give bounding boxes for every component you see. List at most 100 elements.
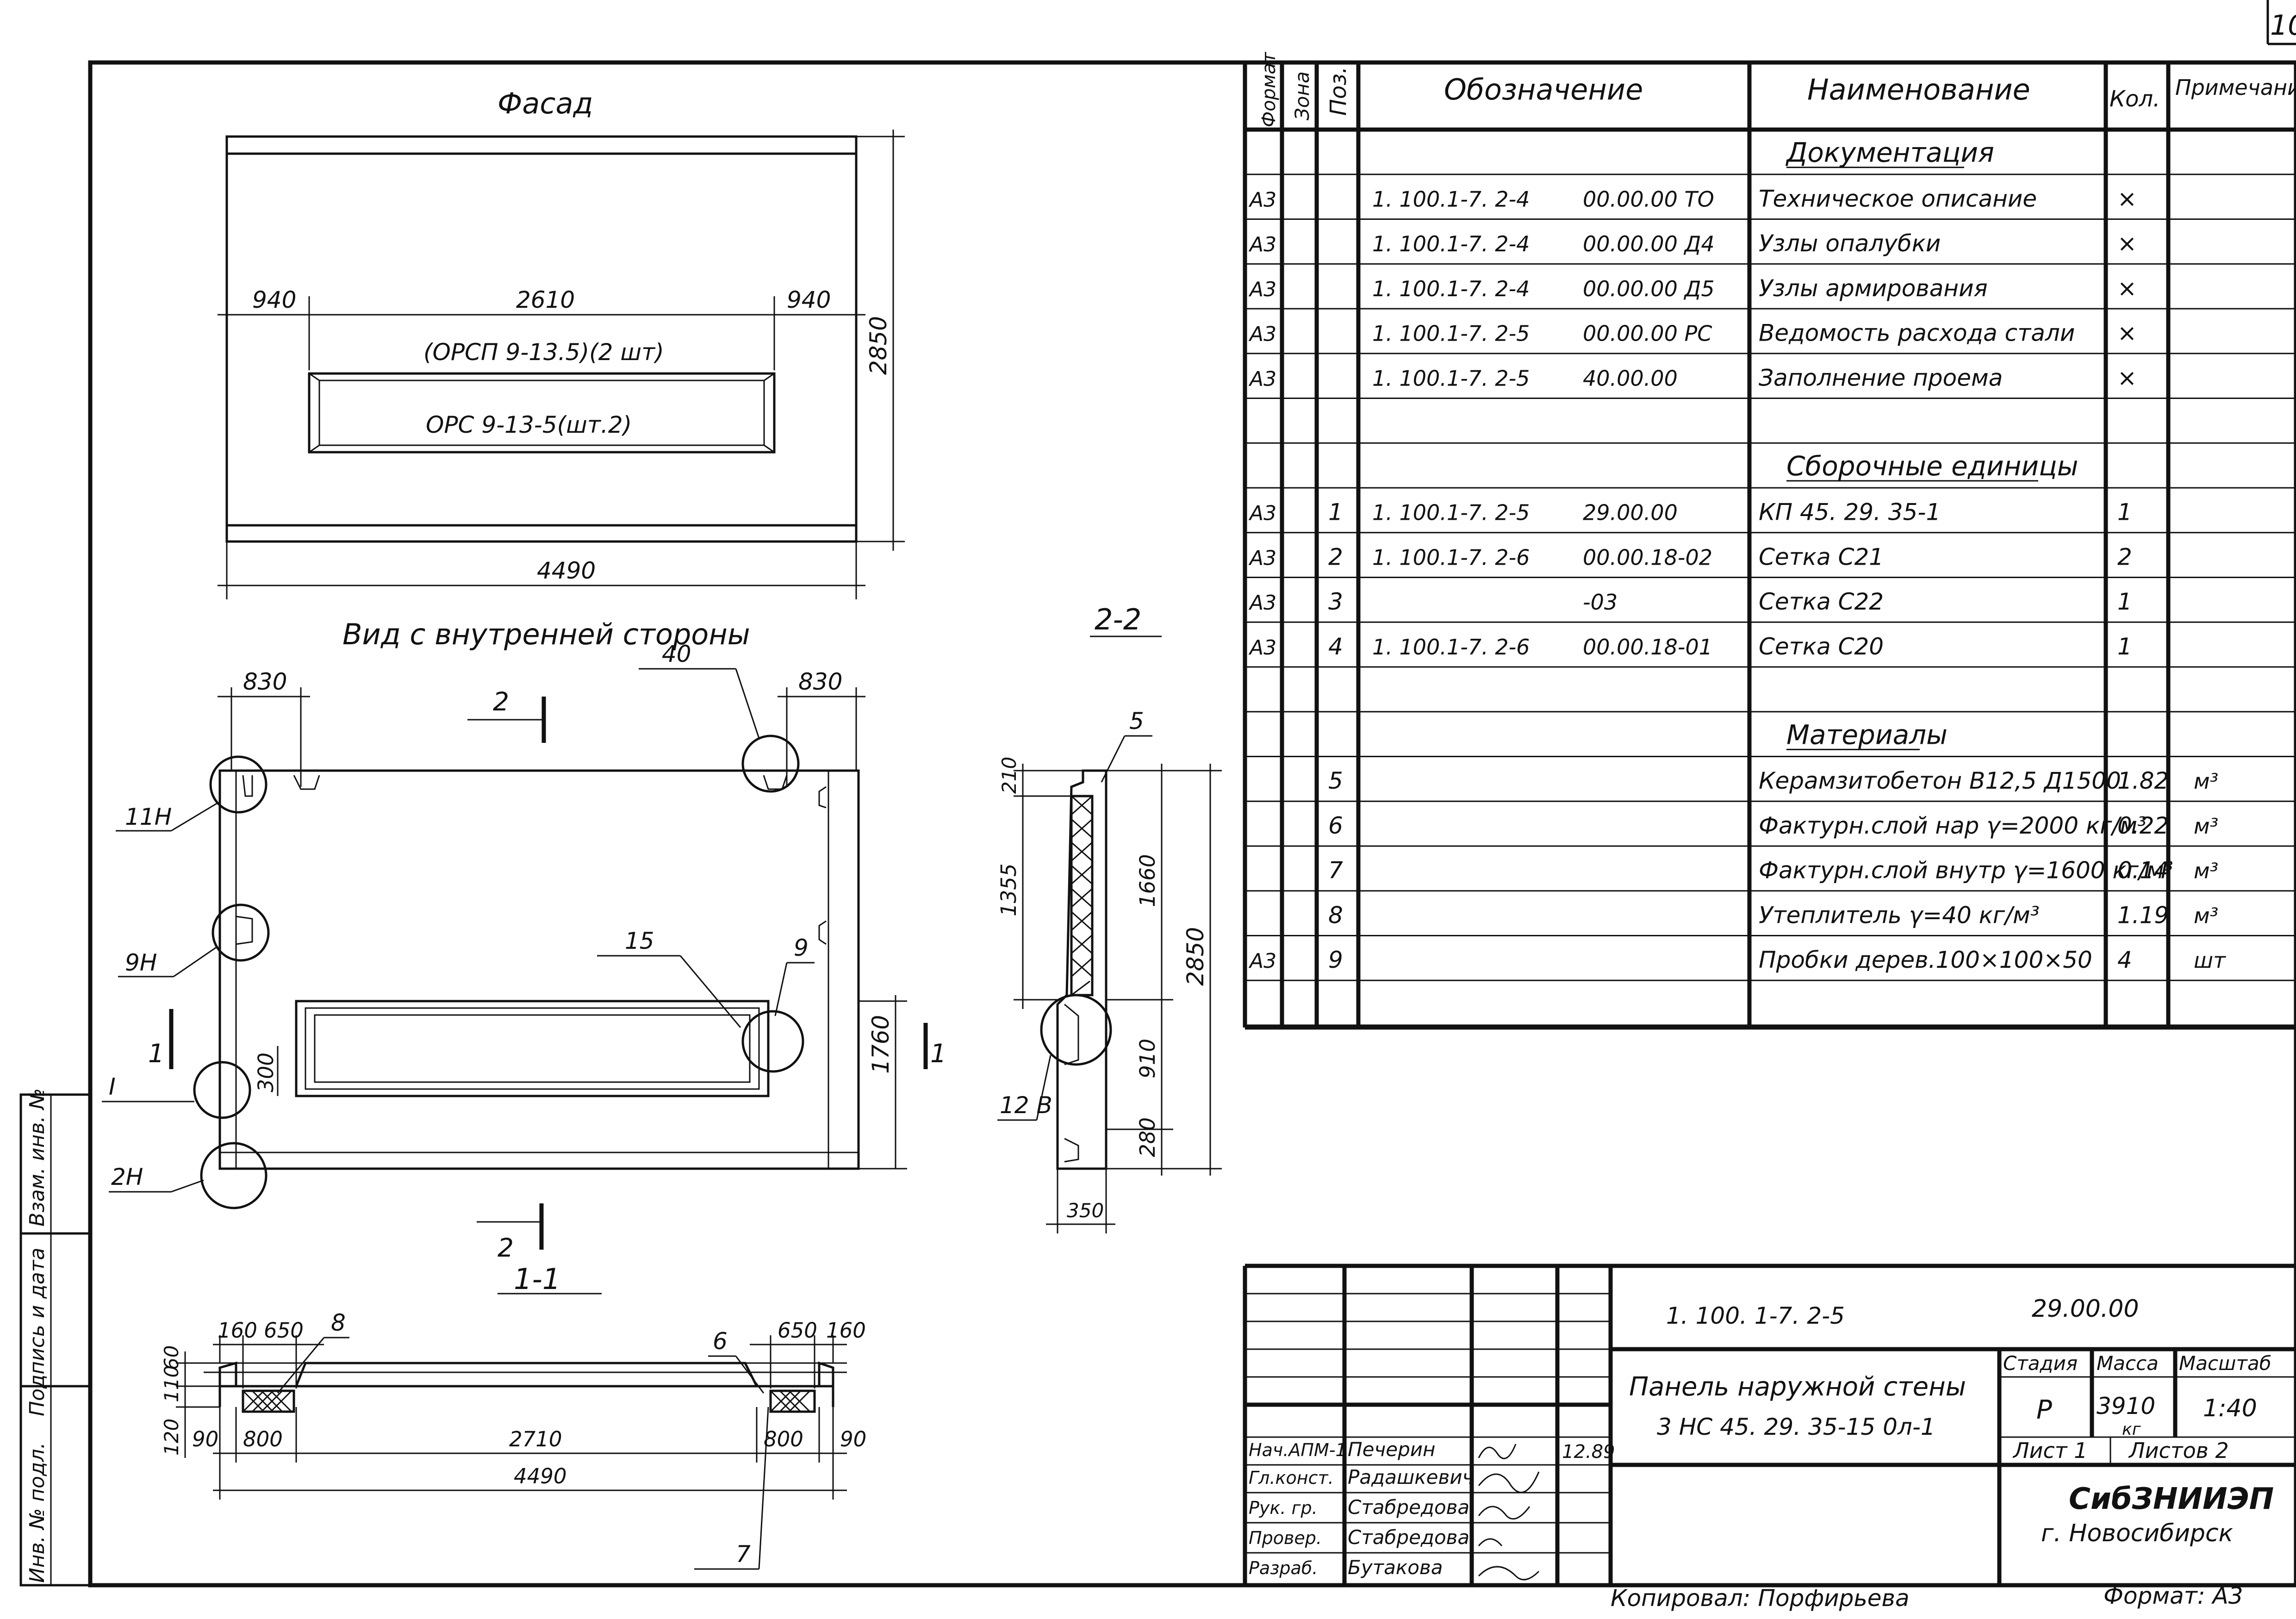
spec-row-note: м³ — [2194, 859, 2218, 884]
staff-row: Рук. гр.Стабредова — [1249, 1496, 1469, 1519]
spec-row-name: КП 45. 29. 35-1 — [1759, 499, 1941, 526]
sec22-dim-2850: 2850 — [1182, 927, 1209, 986]
title-block: 1. 100. 1-7. 2-5 29.00.00 Панель наружно… — [1243, 1264, 2296, 1612]
spec-table: Формат Зона Поз. Обозначение Наименовани… — [1243, 51, 2296, 1030]
spec-header-zone: Зона — [1291, 71, 1313, 120]
spec-row-qty: 2 — [2117, 543, 2132, 570]
section-1-1: 1-1 160 — [160, 1262, 866, 1570]
title-code: 1. 100. 1-7. 2-5 — [1666, 1302, 1845, 1329]
title-mass: 3910 — [2097, 1393, 2155, 1420]
spec-row-name: Узлы опалубки — [1759, 230, 1941, 257]
inv-podl-label: Инв. № подл. — [25, 1442, 49, 1583]
spec-row-pos: 8 — [1328, 902, 1343, 928]
sec11-dim-110: 110 — [160, 1365, 183, 1402]
sign-date-label: Подпись и дата — [25, 1248, 49, 1416]
spec-row-suffix: 00.00.18-02 — [1583, 545, 1712, 570]
callout-circle-2n — [200, 1142, 268, 1209]
spec-row-suffix: 00.00.00 РС — [1583, 321, 1712, 346]
spec-row-name: Керамзитобетон В12,5 Д1500 — [1759, 767, 2121, 794]
inner-dim-left: 830 — [243, 668, 287, 695]
facade-dim-right: 940 — [787, 286, 831, 313]
sec11-dim-800-right: 800 — [764, 1427, 803, 1451]
spec-row-name: Сетка С21 — [1759, 543, 1884, 570]
spec-row-pos: 9 — [1328, 946, 1343, 973]
spec-row-name: Заполнение проема — [1759, 364, 2003, 391]
spec-row-format: А3 — [1248, 188, 1276, 212]
sec22-dim-1355: 1355 — [996, 863, 1021, 916]
spec-row-note: шт — [2194, 948, 2226, 973]
spec-row-format: А3 — [1248, 546, 1276, 570]
sec11-dim-160-right: 160 — [826, 1318, 866, 1343]
page-number: 10 — [2270, 9, 2296, 42]
spec-row-name: Сетка С20 — [1759, 633, 1884, 660]
callout-circle-12v — [1040, 994, 1112, 1066]
section-22-title: 2-2 — [1095, 603, 1141, 636]
sec11-dim-120: 120 — [160, 1419, 183, 1456]
spec-row-format: А3 — [1248, 502, 1276, 525]
spec-row-pos: 1 — [1328, 499, 1343, 526]
spec-row-code: 1. 100.1-7. 2-5 — [1372, 500, 1530, 525]
title-org-line2: г. Новосибирск — [2041, 1519, 2234, 1547]
title-org-line1: СибЗНИИЭП — [2069, 1482, 2274, 1516]
callout-I: I — [109, 1073, 116, 1100]
window-label-top: (ОРСП 9-13.5)(2 шт) — [423, 339, 664, 366]
title-date: 12.89 — [1562, 1441, 1615, 1463]
spec-row-name: Техническое описание — [1759, 185, 2037, 212]
spec-row-qty: 4 — [2117, 946, 2132, 973]
title-stage-label: Стадия — [2003, 1352, 2078, 1375]
callout-11n: 11Н — [125, 803, 172, 830]
staff-name: Бутакова — [1348, 1556, 1443, 1579]
sec11-dim-2710: 2710 — [509, 1427, 562, 1451]
spec-row-qty: × — [2117, 320, 2137, 347]
spec-row-code: 1. 100.1-7. 2-4 — [1372, 276, 1530, 301]
spec-row-format: А3 — [1248, 949, 1276, 973]
title-sheet: Лист 1 — [2012, 1438, 2087, 1463]
spec-row-qty: 0.22 — [2117, 812, 2169, 839]
spec-row-name: Сетка С22 — [1759, 588, 1884, 615]
staff-name: Радашкевич — [1348, 1466, 1474, 1488]
section-11-title: 1-1 — [514, 1262, 560, 1296]
spec-row-format: А3 — [1248, 591, 1276, 615]
sec11-dim-650-left: 650 — [264, 1318, 304, 1343]
spec-row-suffix: 40.00.00 — [1583, 366, 1678, 391]
staff-name: Стабредова — [1348, 1526, 1469, 1549]
sec22-dim-1660: 1660 — [1135, 854, 1160, 907]
section-mark-1-right: 1 — [930, 1039, 946, 1068]
sec11-pos-7: 7 — [736, 1541, 751, 1568]
callout-40: 40 — [662, 641, 691, 667]
spec-header-pos: Поз. — [1325, 67, 1351, 116]
facade-dim-left: 940 — [252, 286, 296, 313]
callout-circle-11n — [209, 755, 268, 814]
spec-header-designation: Обозначение — [1444, 73, 1643, 106]
side-stamp: Инв. № подл. Подпись и дата Взам. инв. № — [19, 1088, 92, 1587]
facade-view: Фасад (ОРСП 9-13.5)(2 шт) ОРС 9-13-5(шт.… — [218, 87, 905, 599]
sec22-dim-210: 210 — [998, 757, 1020, 794]
spec-row-suffix: 29.00.00 — [1583, 500, 1678, 525]
spec-row-name: Документация — [1785, 137, 1994, 168]
spec-row-note: м³ — [2194, 769, 2218, 794]
staff-role: Провер. — [1249, 1528, 1322, 1548]
spec-row-name: Утеплитель γ=40 кг/м³ — [1759, 902, 2040, 928]
window-label: ОРС 9-13-5(шт.2) — [426, 411, 632, 438]
sec11-dim-160-left: 160 — [218, 1318, 257, 1343]
spec-row-qty: × — [2117, 230, 2137, 257]
spec-row-name: Пробки дерев.100×100×50 — [1759, 946, 2092, 973]
sec11-dim-90-right: 90 — [840, 1427, 866, 1451]
section-mark-2-top: 2 — [493, 687, 509, 716]
spec-row-suffix: -03 — [1583, 590, 1618, 615]
title-name-line2: 3 НС 45. 29. 35-15 0л-1 — [1657, 1414, 1935, 1440]
staff-name: Стабредова — [1348, 1496, 1469, 1519]
callout-9: 9 — [794, 934, 809, 961]
facade-dim-middle: 2610 — [516, 286, 575, 313]
title-stage: Р — [2036, 1395, 2052, 1425]
section22-insulation — [1071, 795, 1093, 996]
